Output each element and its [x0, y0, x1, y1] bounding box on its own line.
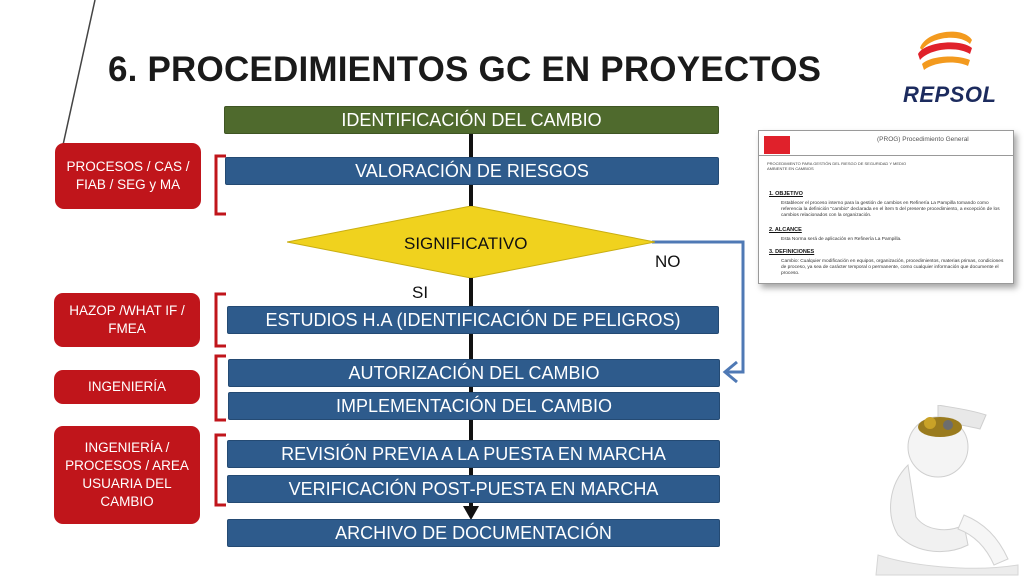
page-title: 6. PROCEDIMIENTOS GC EN PROYECTOS: [108, 50, 822, 89]
document-title: (PROG) Procedimiento General: [877, 136, 969, 143]
bracket-estudios: [214, 292, 226, 348]
document-section-body: Establecer el proceso interno para la ge…: [781, 201, 1000, 218]
document-section-heading: 2. ALCANCE: [769, 227, 802, 233]
step-autorizacion: AUTORIZACIÓN DEL CAMBIO: [228, 359, 720, 387]
document-section-heading: 1. OBJETIVO: [769, 191, 803, 197]
step-valoracion: VALORACIÓN DE RIESGOS: [225, 157, 719, 185]
procedure-document-thumbnail: (PROG) Procedimiento General PROCEDIMIEN…: [758, 130, 1014, 284]
step-archivo: ARCHIVO DE DOCUMENTACIÓN: [227, 519, 720, 547]
decision-diamond: [287, 206, 655, 278]
step-implementacion: IMPLEMENTACIÓN DEL CAMBIO: [228, 392, 720, 420]
tag-ingenieria: INGENIERÍA: [54, 370, 200, 404]
step-revision: REVISIÓN PREVIA A LA PUESTA EN MARCHA: [227, 440, 720, 468]
document-header-logo: [764, 136, 790, 154]
step-verificacion: VERIFICACIÓN POST-PUESTA EN MARCHA: [227, 475, 720, 503]
no-label: NO: [655, 252, 681, 271]
document-section-heading: 3. DEFINICIONES: [769, 249, 815, 255]
document-section-body: Cambio: Cualquier modificación en equipo…: [781, 259, 1004, 276]
tag-procesos: PROCESOS / CAS / FIAB / SEG y MA: [55, 143, 201, 209]
repsol-logo-icon: [918, 31, 972, 70]
bracket-revision: [214, 433, 226, 507]
flow-end-arrow: [463, 506, 479, 520]
document-section-body: Esta Norma será de aplicación en Refiner…: [781, 237, 902, 242]
thinking-figure-illustration: [875, 405, 1019, 576]
no-branch-line: [652, 240, 745, 374]
decision-label: SIGNIFICATIVO: [404, 234, 528, 253]
bracket-valoracion: [214, 154, 226, 216]
tag-ingenieria-procesos: INGENIERÍA / PROCESOS / AREA USUARIA DEL…: [54, 426, 200, 524]
decorative-line: [62, 0, 96, 146]
repsol-logo-text: REPSOL: [903, 82, 997, 107]
yes-label: SI: [412, 283, 429, 302]
document-header-divider: [759, 155, 1013, 156]
bracket-implementacion: [214, 354, 226, 422]
step-estudios: ESTUDIOS H.A (IDENTIFICACIÓN DE PELIGROS…: [227, 306, 719, 334]
no-branch-arrowhead: [722, 360, 738, 384]
step-identificacion: IDENTIFICACIÓN DEL CAMBIO: [224, 106, 719, 134]
tag-hazop: HAZOP /WHAT IF / FMEA: [54, 293, 200, 347]
document-subtitle: PROCEDIMIENTO PARA GESTIÓN DEL RIESGO DE…: [767, 161, 907, 171]
